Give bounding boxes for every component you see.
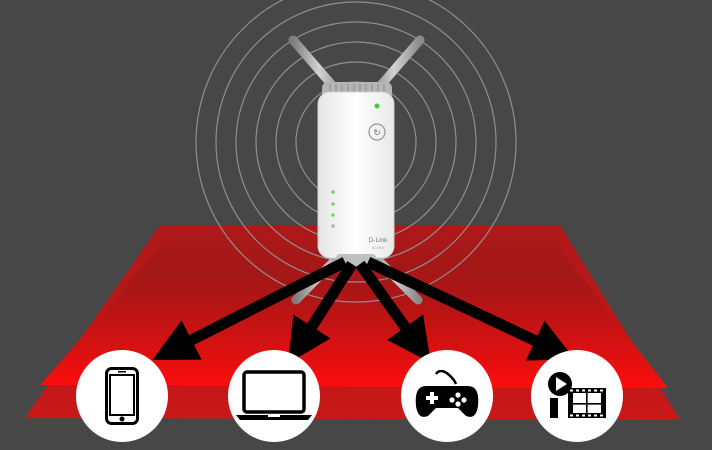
wifi-extender: ↻ D-Link AC1900 [317,82,395,268]
device-smartphone [76,350,168,442]
video-film-icon [548,372,606,418]
gamepad-icon [415,370,479,417]
device-video [531,350,623,442]
signal-arrows [152,257,575,364]
laptop-icon [236,370,312,420]
power-led [374,103,380,109]
status-leds [331,190,335,228]
device-laptop [228,350,320,442]
brand-label: D-Link [369,237,389,244]
wps-symbol: ↻ [373,129,381,139]
device-game-controller [401,350,493,442]
wps-button [368,123,386,141]
smartphone-icon [105,367,139,425]
stray-mark: ' [177,421,178,427]
model-label: AC1900 [372,246,385,250]
